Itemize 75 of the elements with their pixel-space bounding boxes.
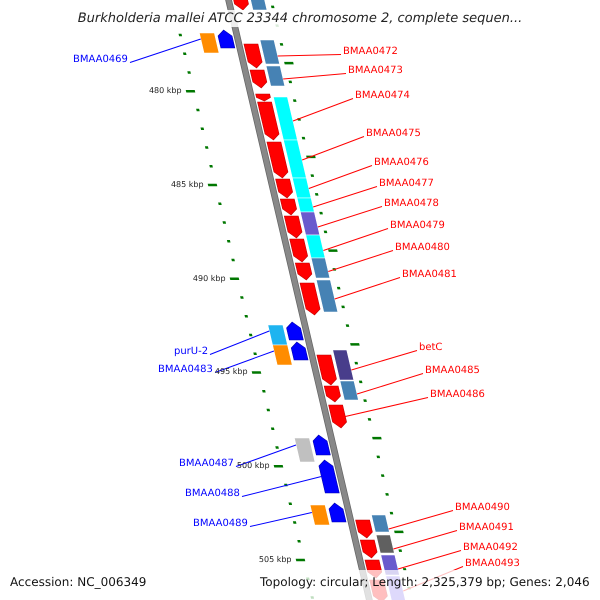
gene-feature xyxy=(360,534,395,558)
gene-feature xyxy=(318,460,340,494)
gene-feature xyxy=(294,258,330,280)
gene-feature xyxy=(244,40,280,68)
leader-line xyxy=(214,350,274,373)
gene-feature xyxy=(316,350,354,386)
gene-feature xyxy=(275,178,312,198)
leader-line xyxy=(277,54,342,56)
gene-feature xyxy=(272,342,308,366)
gene-feature xyxy=(324,380,359,402)
leader-line xyxy=(322,228,388,251)
gene-label: BMAA0487 xyxy=(179,459,234,469)
leader-line xyxy=(328,250,394,272)
gene-feature xyxy=(294,434,331,462)
leader-line xyxy=(344,397,428,417)
gene-label: BMAA0480 xyxy=(395,243,450,253)
leader-line xyxy=(250,512,312,527)
leader-line xyxy=(282,73,346,80)
gene-label: BMAA0479 xyxy=(390,221,445,231)
gene-label: betC xyxy=(419,343,442,353)
leader-line xyxy=(130,38,202,63)
gene-feature xyxy=(257,96,298,140)
gene-label: BMAA0476 xyxy=(374,158,429,168)
leader-line xyxy=(302,136,364,160)
leader-line xyxy=(388,510,454,530)
leader-line xyxy=(210,330,270,355)
scale-label: 485 kbp xyxy=(170,180,204,189)
leader-line xyxy=(350,350,418,370)
gene-feature xyxy=(300,280,338,316)
gene-label: BMAA0493 xyxy=(465,559,520,569)
scale-label: 505 kbp xyxy=(258,556,292,564)
gene-label: BMAA0469 xyxy=(73,55,128,65)
leader-line xyxy=(242,476,322,497)
gene-feature xyxy=(266,140,307,178)
gene-feature xyxy=(280,198,315,216)
gene-label: BMAA0472 xyxy=(343,47,398,57)
gene-label: BMAA0489 xyxy=(193,519,248,529)
leader-line xyxy=(308,165,372,189)
scale-label: 500 kbp xyxy=(236,462,270,470)
gene-feature xyxy=(267,322,304,346)
leader-line xyxy=(392,530,458,550)
gene-label: BMAA0492 xyxy=(463,543,518,553)
scale-label: 490 kbp xyxy=(192,274,226,282)
gene-label: BMAA0475 xyxy=(366,129,421,139)
leader-line xyxy=(292,98,354,122)
gene-label: BMAA0485 xyxy=(425,366,480,376)
summary-text: Topology: circular; Length: 2,325,379 bp; Genes: 2,046 xyxy=(260,576,590,588)
gene-label: BMAA0488 xyxy=(185,489,240,499)
leader-line xyxy=(334,277,400,300)
gene-feature xyxy=(250,66,286,88)
scale-label: 495 kbp xyxy=(214,368,248,376)
leader-line xyxy=(398,550,462,570)
gene-label: BMAA0477 xyxy=(379,179,434,189)
leader-line xyxy=(356,373,424,394)
gene-feature xyxy=(310,502,346,526)
scale-label: 480 kbp xyxy=(148,87,182,95)
gene-label: BMAA0491 xyxy=(459,523,514,533)
gene-feature xyxy=(328,404,347,428)
gene-label: BMAA0478 xyxy=(384,199,439,209)
gene-label: BMAA0474 xyxy=(355,91,410,101)
gene-label: BMAA0483 xyxy=(158,365,213,375)
gene-feature xyxy=(231,0,268,10)
leader-line xyxy=(236,444,296,467)
accession-text: Accession: NC_006349 xyxy=(10,576,146,588)
gene-feature xyxy=(198,30,236,54)
gene-label: BMAA0490 xyxy=(455,503,510,513)
gene-label: BMAA0481 xyxy=(402,270,457,280)
gene-feature xyxy=(284,212,320,238)
gene-label: BMAA0473 xyxy=(348,66,403,76)
gene-feature xyxy=(289,234,326,262)
leader-line xyxy=(312,186,378,208)
gene-label: BMAA0486 xyxy=(430,390,485,400)
gene-label: purU-2 xyxy=(174,347,208,357)
gene-feature xyxy=(355,514,390,538)
leader-line xyxy=(317,206,382,228)
